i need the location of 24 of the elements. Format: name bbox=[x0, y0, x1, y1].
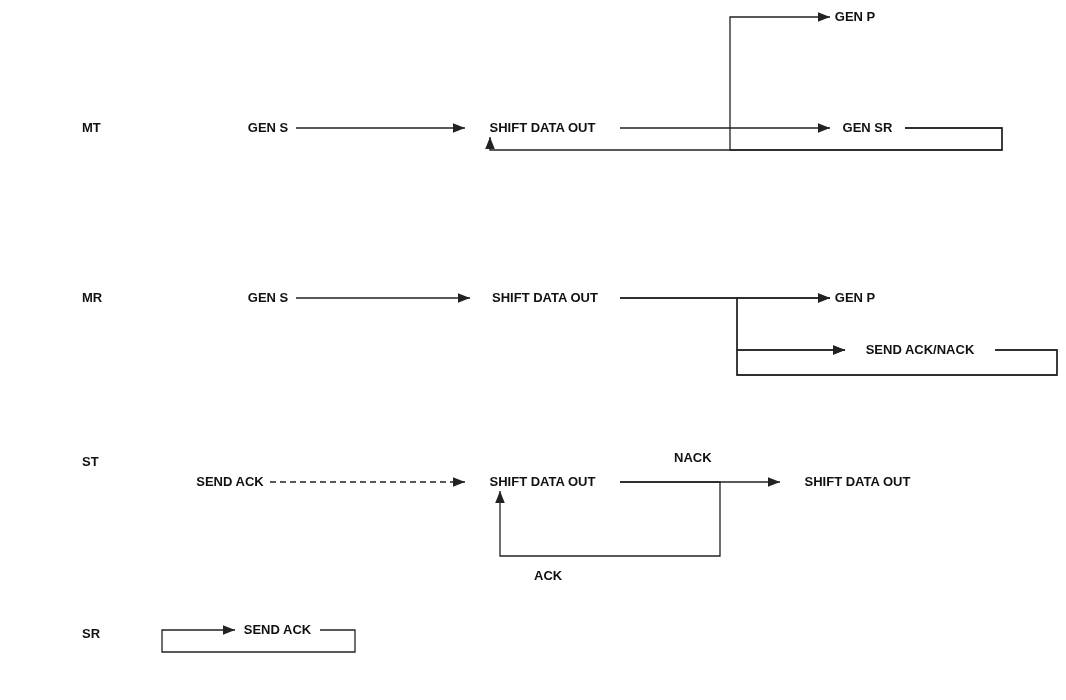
row-label: ST bbox=[82, 454, 99, 470]
step-label: GEN S bbox=[240, 119, 296, 137]
arrow bbox=[736, 345, 1058, 376]
row-label: MT bbox=[82, 120, 101, 136]
arrow bbox=[295, 123, 466, 133]
arrow bbox=[729, 12, 1003, 151]
step-label: GEN S bbox=[240, 289, 296, 307]
step-label: GEN P bbox=[830, 289, 880, 307]
step-label: SEND ACK bbox=[190, 473, 270, 491]
arrow bbox=[161, 625, 356, 653]
step-label: GEN P bbox=[830, 8, 880, 26]
row-label: MR bbox=[82, 290, 103, 306]
arrow bbox=[619, 123, 831, 133]
step-label: SEND ACK/NACK bbox=[845, 341, 995, 359]
step-label: SHIFT DATA OUT bbox=[465, 473, 620, 491]
arrow bbox=[269, 477, 466, 487]
row-label: SR bbox=[82, 626, 101, 642]
arrow bbox=[295, 293, 471, 303]
step-label: SEND ACK bbox=[235, 621, 320, 639]
step-label: SHIFT DATA OUT bbox=[470, 289, 620, 307]
arrow bbox=[495, 481, 721, 557]
step-label: SHIFT DATA OUT bbox=[780, 473, 935, 491]
step-label: SHIFT DATA OUT bbox=[465, 119, 620, 137]
step-label: GEN SR bbox=[830, 119, 905, 137]
